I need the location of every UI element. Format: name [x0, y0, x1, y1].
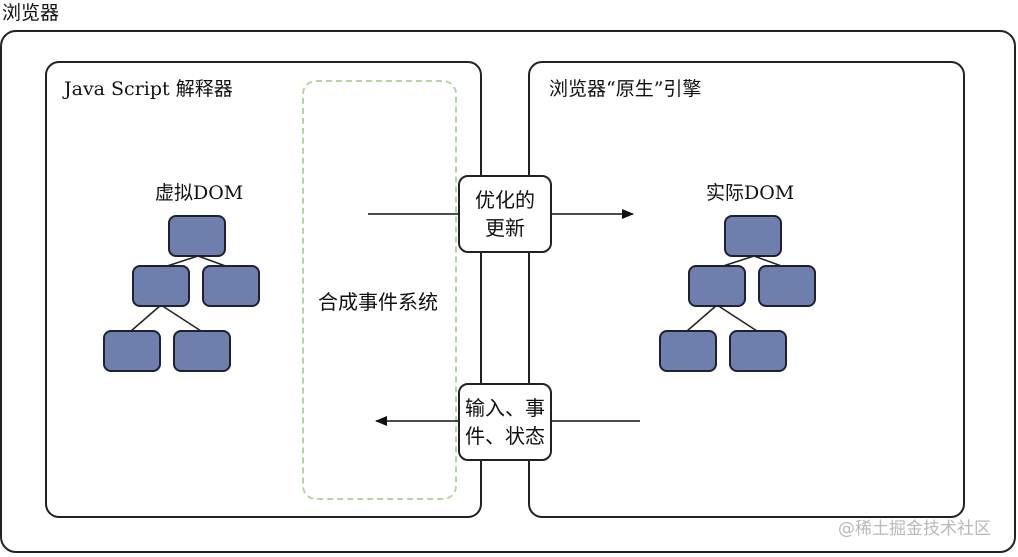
vdom-node-leaf-right [173, 330, 231, 372]
input-box: 输入、事 件、状态 [458, 383, 552, 461]
vdom-node-leaf-left [103, 330, 161, 372]
dom-node-root [724, 215, 782, 257]
synthetic-event-label: 合成事件系统 [318, 290, 438, 314]
dom-node-left [688, 265, 746, 307]
vdom-label: 虚拟DOM [155, 182, 244, 204]
watermark: @稀土掘金技术社区 [838, 519, 991, 539]
update-box-line1: 优化的 [475, 188, 535, 212]
synthetic-event-system [302, 80, 457, 500]
browser-title: 浏览器 [2, 2, 60, 24]
input-box-line2: 件、状态 [465, 424, 545, 448]
input-box-line1: 输入、事 [465, 396, 545, 420]
js-interpreter-title: Java Script 解释器 [64, 78, 233, 100]
js-interpreter-panel [45, 61, 482, 518]
vdom-node-left [132, 265, 190, 307]
vdom-node-right [202, 265, 260, 307]
dom-node-leaf-right [729, 330, 787, 372]
native-engine-panel [528, 61, 965, 518]
dom-label: 实际DOM [706, 182, 795, 204]
vdom-node-root [168, 215, 226, 257]
dom-node-right [758, 265, 816, 307]
dom-node-leaf-left [659, 330, 717, 372]
update-box-line2: 更新 [485, 216, 525, 240]
native-engine-title: 浏览器“原生”引擎 [549, 78, 702, 100]
update-box: 优化的 更新 [458, 175, 552, 253]
